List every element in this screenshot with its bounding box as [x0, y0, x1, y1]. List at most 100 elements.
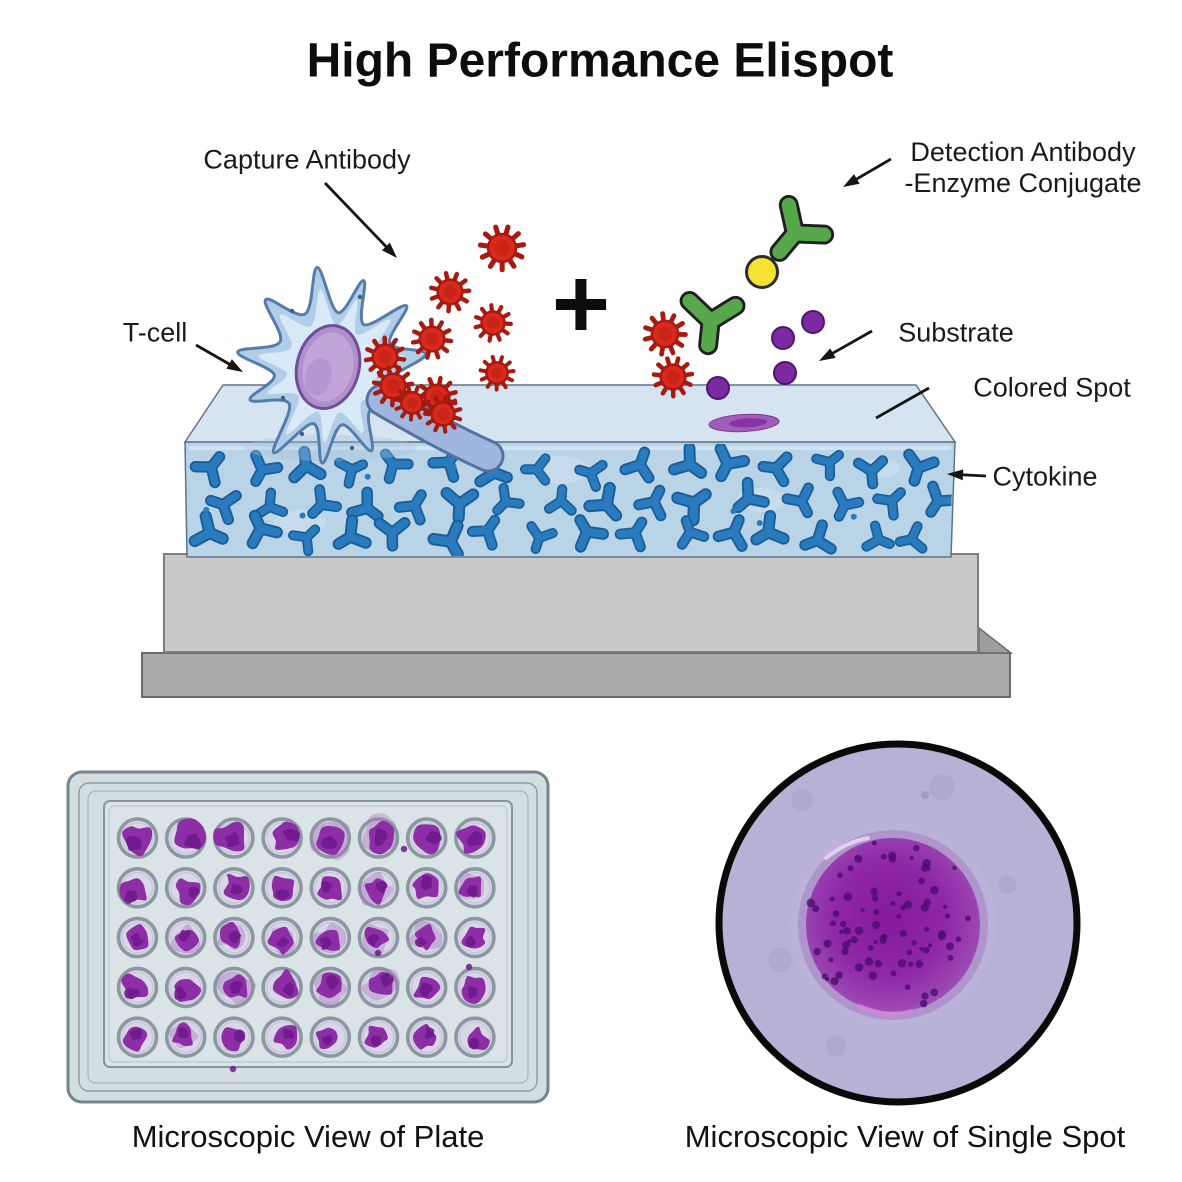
- plate-panel-line: [108, 805, 508, 1063]
- substrate-arrow: [828, 329, 873, 357]
- cytokine-dot: [850, 513, 857, 520]
- antigen-icon: [429, 270, 472, 314]
- plus-sign: +: [552, 248, 610, 360]
- cytokine-icon: [633, 484, 667, 522]
- antigen-icon: [393, 384, 431, 422]
- cytokine-icon: [894, 521, 928, 554]
- label-cytokine: Cytokine: [992, 461, 1098, 492]
- substrate-dot: [706, 376, 730, 400]
- plate-well: [357, 966, 400, 1009]
- detection-antibody-arrow: [852, 157, 892, 183]
- cytokine-icon: [307, 484, 342, 519]
- plate-well: [454, 817, 496, 859]
- spot-core: [806, 838, 980, 1012]
- cytokine-icon: [757, 451, 793, 488]
- plate-well: [164, 916, 207, 959]
- cytokine-icon: [526, 521, 558, 554]
- well-spot: [414, 923, 436, 951]
- background-blotches: [768, 774, 1016, 1056]
- stray-speck: [400, 845, 408, 853]
- colored-spot-illustration: [708, 413, 780, 433]
- plate-well: [261, 1016, 303, 1058]
- plate-well: [454, 866, 496, 909]
- enzyme-icon: [745, 255, 779, 289]
- plate-well: [309, 1016, 352, 1058]
- plate-well: [405, 1016, 448, 1058]
- label-detection-antibody: Detection Antibody -Enzyme Conjugate: [904, 137, 1141, 199]
- pedestal-upper: [163, 553, 979, 653]
- plate-well: [164, 817, 207, 859]
- plate-well: [309, 966, 352, 1009]
- cytokine-icon: [373, 517, 411, 552]
- cytokine-icon: [440, 486, 480, 524]
- label-colored-spot: Colored Spot: [973, 372, 1131, 403]
- cytokine-icon: [427, 519, 464, 556]
- cytokine-icon: [205, 490, 242, 526]
- cytokine-layer: [188, 444, 953, 556]
- plate-well: [261, 966, 303, 1009]
- plate-well: [357, 1016, 400, 1058]
- cytokine-dot: [730, 508, 737, 515]
- cytokine-icon: [379, 448, 414, 485]
- label-detection-line1: Detection Antibody: [910, 137, 1136, 167]
- cytokine-dot: [756, 520, 763, 527]
- antigen-icon: [473, 303, 513, 343]
- stray-speck: [374, 949, 382, 957]
- detection-antibody-arrow-head: [843, 174, 860, 187]
- cytokine-icon: [583, 481, 623, 522]
- spot-speckles: [806, 840, 971, 1008]
- stray-speck: [229, 1065, 237, 1073]
- plate-well: [309, 817, 352, 861]
- plate-rim-line: [78, 782, 538, 1092]
- spot-sheen: [858, 1004, 914, 1016]
- plate-well: [357, 916, 400, 959]
- substrate-dots: [706, 310, 825, 400]
- cytokine-dot: [299, 512, 306, 519]
- plate-well: [454, 916, 496, 959]
- antigen-icon: [477, 224, 527, 273]
- cytokine-icon: [189, 451, 226, 489]
- label-capture-antibody: Capture Antibody: [203, 144, 411, 175]
- plate-well: [213, 916, 255, 959]
- detection-antibody-illustration: [679, 194, 835, 356]
- cytokine-icon: [714, 444, 751, 483]
- plate-well: [213, 966, 257, 1009]
- plate-well: [116, 817, 159, 859]
- plate-well: [261, 817, 303, 859]
- plate-well: [261, 916, 303, 959]
- plate-well: [213, 817, 255, 859]
- cytokine-icon: [614, 516, 648, 553]
- detection-antibody-icon: [769, 194, 835, 262]
- tcell-nucleus: [294, 324, 362, 410]
- caption-plate-view: Microscopic View of Plate: [131, 1119, 485, 1154]
- leader-arrows: [195, 157, 987, 481]
- plate-rim-line2: [87, 790, 529, 1084]
- pedestal-bevel: [978, 626, 1014, 654]
- antigen-icon: [410, 317, 454, 360]
- plate-well: [116, 916, 159, 959]
- cytokine-arrow-head: [947, 469, 964, 481]
- cytokine-icon: [492, 482, 525, 516]
- cytokine-icon: [732, 476, 770, 514]
- t-cell-arrow-head: [226, 359, 243, 372]
- tcell-illustration: [236, 265, 505, 473]
- cytokine-icon: [288, 445, 327, 484]
- cytokine-icon: [619, 446, 655, 484]
- cytokine-dot: [364, 473, 371, 480]
- cytokine-icon: [334, 457, 369, 489]
- cytokine-icon: [799, 519, 837, 555]
- plate-well: [405, 916, 448, 959]
- plate-well: [454, 966, 496, 1009]
- antigen-particles: [363, 224, 695, 434]
- plate-well: [116, 966, 159, 1009]
- cytokine-icon: [925, 480, 953, 518]
- cytokine-icon: [903, 448, 940, 487]
- caption-single-spot-view: Microscopic View of Single Spot: [684, 1119, 1126, 1154]
- plate-microscopic-view: [66, 770, 550, 1104]
- detection-antibody-icon: [679, 290, 746, 356]
- cytokine-dot: [203, 506, 210, 513]
- cytokine-icon: [781, 482, 814, 519]
- antigen-icon: [478, 354, 516, 392]
- substrate-dot: [773, 361, 797, 385]
- cytokine-icon: [188, 510, 229, 548]
